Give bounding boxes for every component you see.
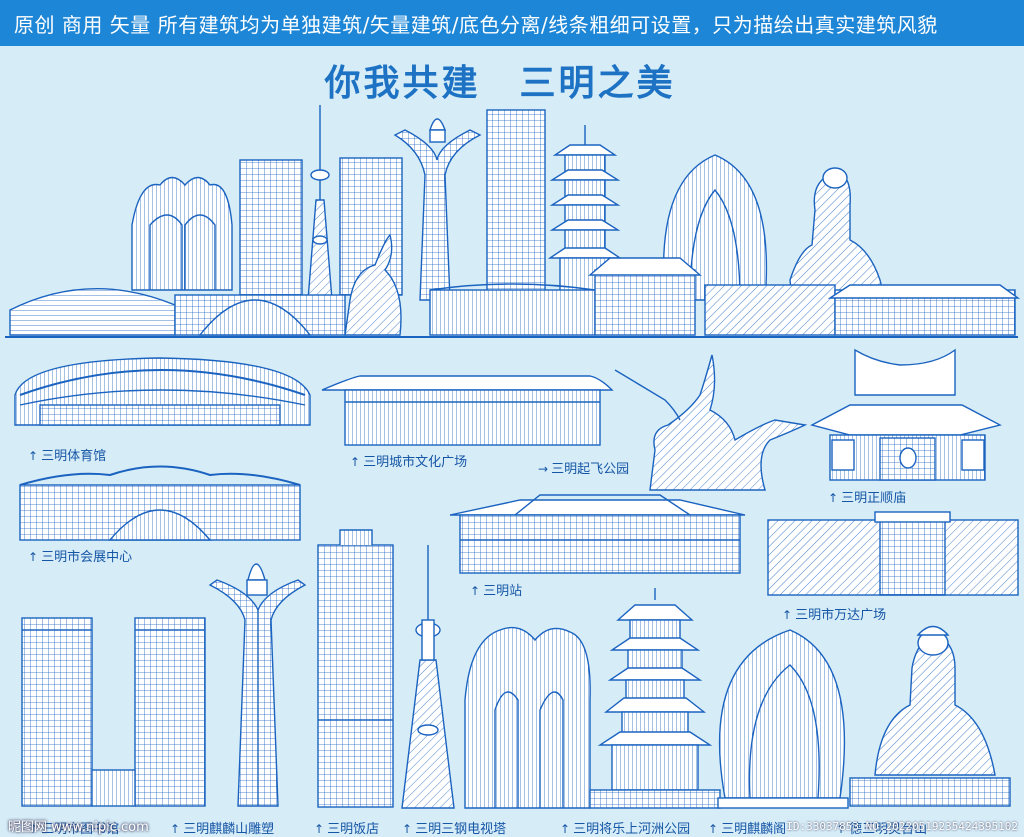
landmark-label-expo: ↑三明市会展中心 (28, 550, 133, 565)
wanda-plaza (767, 511, 1019, 596)
arrow-up-icon: ↑ (708, 822, 719, 836)
arrow-up-icon: ↑ (470, 584, 481, 598)
lingtai-statue (849, 625, 1011, 807)
arrow-up-icon: ↑ (28, 449, 39, 463)
skyline-temple (594, 269, 696, 336)
arrow-right-icon: → (538, 462, 549, 476)
landmark-label-tv-tower: ↑三明三钢电视塔 (402, 822, 507, 837)
arrow-up-icon: ↑ (560, 822, 571, 836)
watermark-id: ID:33037853 NO:20220519235424395102 (786, 820, 1018, 833)
landmark-label-station: ↑三明站 (470, 584, 523, 599)
landmark-label-stadium: ↑三明体育馆 (28, 449, 107, 464)
banner-text: 原创 商用 矢量 所有建筑均为单独建筑/矢量建筑/底色分离/线条粗细可设置，只为… (14, 13, 938, 37)
library (21, 617, 206, 807)
skyline-torch (393, 118, 482, 301)
hotel (317, 529, 394, 808)
skyline-tv-tower (307, 105, 333, 301)
skyline-plaza (429, 289, 596, 336)
skyline-dome (662, 154, 768, 301)
arrow-up-icon: ↑ (836, 822, 847, 836)
landmark-label-qilin-pavilion: ↑三明麒麟阁 (708, 822, 787, 837)
landmark-label-library: ↑三明市图书馆 (28, 822, 120, 837)
arrow-up-icon: ↑ (782, 608, 793, 622)
arrow-up-icon: ↑ (170, 822, 181, 836)
landmark-label-takeoff-park: →三明起飞公园 (538, 462, 630, 477)
arrow-up-icon: ↑ (402, 822, 413, 836)
tv-tower (401, 545, 455, 809)
landmark-label-culture-plaza: ↑三明城市文化广场 (350, 455, 468, 470)
landmark-label-wanda: ↑三明市万达广场 (782, 608, 887, 623)
skyline-crane (344, 233, 402, 336)
skyline-stadium (9, 288, 176, 336)
expo-center (19, 465, 301, 541)
watermark-site: 昵图网 www.nipic.com (8, 820, 149, 835)
takeoff-park-sculpture (614, 354, 808, 491)
landmark-label-zhengshun-temple: ↑三明正顺庙 (828, 491, 907, 506)
skyline-wanda (704, 284, 836, 336)
page-title: 你我共建 三明之美 (324, 63, 676, 104)
arrow-up-icon: ↑ (350, 455, 361, 469)
landmark-label-shanghezhou: ↑三明将乐上河洲公园 (560, 822, 691, 837)
skyline-tower-a (239, 159, 303, 296)
qilin-pavilion (717, 629, 849, 809)
stadium (14, 357, 311, 426)
zhengshun-temple (810, 348, 1002, 481)
top-banner: 原创 商用 矢量 所有建筑均为单独建筑/矢量建筑/底色分离/线条粗细可设置，只为… (0, 0, 1024, 46)
culture-plaza (321, 375, 614, 446)
qilin-sculpture (208, 563, 307, 807)
skyline (5, 105, 1021, 338)
sanming-station (449, 494, 746, 574)
landmark-label-hotel: ↑三明饭店 (314, 822, 380, 837)
landmark-label-lingtai: ↑德三明灵台山 (836, 822, 928, 837)
skyline-hall-tower (131, 176, 233, 291)
jiangle-pagoda (589, 588, 721, 809)
arrow-up-icon: ↑ (828, 491, 839, 505)
skyline-tower-c (486, 109, 546, 301)
landmark-label-qilin-sculpture: ↑三明麒麟山雕塑 (170, 822, 275, 837)
arrow-up-icon: ↑ (28, 550, 39, 564)
skyline-pagoda (547, 125, 623, 299)
skyline-statue (789, 167, 886, 301)
shanghezhou-park (464, 626, 591, 809)
arrow-up-icon: ↑ (314, 822, 325, 836)
arrow-up-icon: ↑ (28, 822, 39, 836)
